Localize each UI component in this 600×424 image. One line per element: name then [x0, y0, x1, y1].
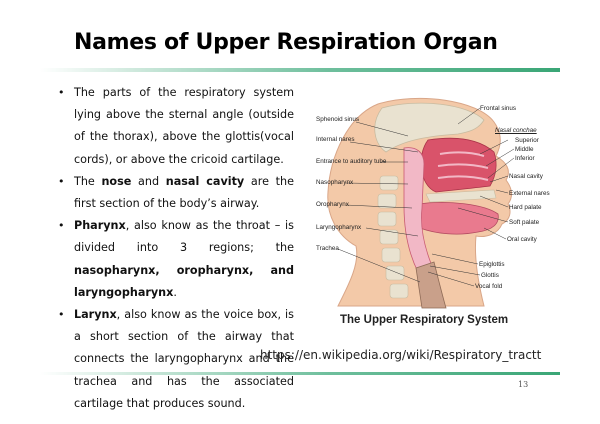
- label-vocal-fold: Vocal fold: [475, 283, 503, 290]
- label-middle: Middle: [515, 146, 534, 153]
- bullet-text: .: [173, 285, 177, 299]
- skull-region: [374, 102, 485, 153]
- respiratory-illustration: [327, 97, 515, 309]
- pharynx-airway: [403, 147, 433, 273]
- leader-lines: [337, 107, 515, 287]
- bullet-text: The: [74, 174, 102, 188]
- bullet-item: The parts of the respiratory system lyin…: [56, 82, 294, 171]
- label-glottis: Glottis: [481, 272, 499, 279]
- source-link[interactable]: https://en.wikipedia.org/wiki/Respirator…: [260, 348, 542, 362]
- bullet-text: , also know as the voice box, is a short…: [74, 308, 294, 410]
- label-nasal-cavity: Nasal cavity: [509, 173, 543, 180]
- hard-palate-shape: [425, 189, 497, 203]
- bullet-text: are the first section of the body’s airw…: [74, 174, 294, 211]
- bullet-item: Larynx, also know as the voice box, is a…: [56, 304, 294, 415]
- label-nasopharynx: Nasopharynx: [316, 179, 354, 186]
- label-trachea: Trachea: [316, 245, 339, 252]
- figure-caption: The Upper Respiratory System: [340, 314, 509, 326]
- bullet-bold-text: nose: [101, 174, 132, 188]
- bullet-text: The parts of the respiratory system lyin…: [74, 86, 294, 166]
- label-external-nares: External nares: [509, 190, 550, 197]
- label-inferior: Inferior: [515, 155, 535, 162]
- title-divider: [40, 68, 560, 72]
- page-number: 13: [518, 380, 529, 389]
- bullet-bold-text: nasal cavity: [165, 174, 245, 188]
- label-oral-cavity: Oral cavity: [507, 236, 537, 243]
- label-frontal-sinus: Frontal sinus: [480, 105, 517, 112]
- bullet-bold-text: nasopharynx, oropharynx, and laryngophar…: [74, 263, 294, 299]
- label-soft-palate: Soft palate: [509, 219, 540, 226]
- bullet-bold-text: Larynx: [74, 308, 117, 322]
- label-epiglottis: Epiglottis: [479, 261, 505, 268]
- respiratory-figure: Sphenoid sinus Internal nares Entrance t…: [308, 96, 550, 336]
- page-title: Names of Upper Respiration Organ: [74, 30, 498, 55]
- label-nasal-conchae: Nasal conchae: [495, 127, 537, 134]
- footer-divider: [40, 372, 560, 375]
- bullet-bold-text: Pharynx: [74, 219, 126, 233]
- label-superior: Superior: [515, 137, 539, 144]
- label-internal-nares: Internal nares: [316, 136, 355, 143]
- label-oropharynx: Oropharynx: [316, 201, 349, 208]
- conchae-lines: [437, 151, 489, 181]
- label-sphenoid-sinus: Sphenoid sinus: [316, 116, 360, 123]
- label-hard-palate: Hard palate: [509, 204, 542, 211]
- label-laryngopharynx: Laryngopharynx: [316, 224, 362, 231]
- trachea-shape: [415, 261, 447, 309]
- bullet-list: The parts of the respiratory system lyin…: [56, 82, 294, 415]
- vertebrae: [377, 175, 409, 299]
- bullet-item: Pharynx, also know as the throat – is di…: [56, 215, 294, 304]
- bullet-text: and: [131, 174, 166, 188]
- bullet-item: The nose and nasal cavity are the first …: [56, 171, 294, 215]
- label-auditory-tube: Entrance to auditory tube: [316, 158, 387, 165]
- bullet-text: , also know as the throat – is divided i…: [74, 219, 294, 255]
